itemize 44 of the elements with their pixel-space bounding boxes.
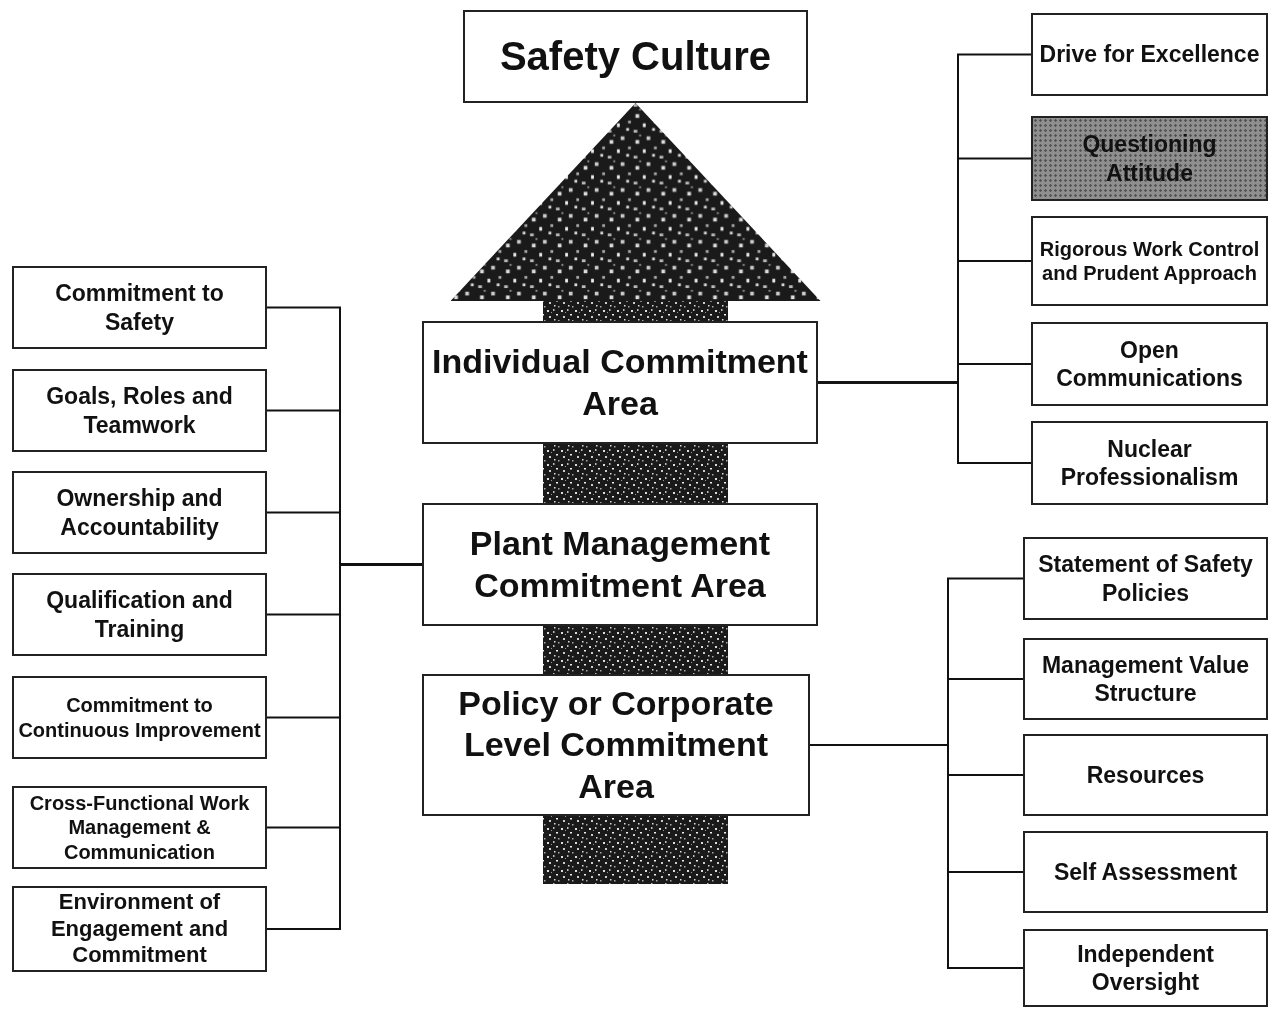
box-label: Policy or Corporate Level Commitment Area — [457, 682, 775, 807]
attribute-box — [12, 676, 267, 759]
box-label: Plant Management Commitment Area — [468, 523, 772, 606]
attribute-box — [12, 573, 267, 656]
box-label: Goals, Roles and Teamwork — [45, 382, 234, 439]
box-label: Rigorous Work Control and Prudent Approach — [1038, 236, 1261, 286]
block-arrow — [450, 103, 821, 884]
box-label: Commitment to Safety — [54, 279, 225, 336]
box-label: Management Value Structure — [1040, 650, 1251, 708]
box-label: Qualification and Training — [45, 586, 234, 643]
box-label: Resources — [1086, 760, 1205, 789]
attribute-box — [1031, 216, 1268, 306]
connector-line — [817, 381, 1032, 464]
attribute-box — [12, 471, 267, 554]
box-label: Independent Oversight — [1076, 939, 1215, 997]
box-label: Ownership and Accountability — [55, 484, 224, 541]
box-label: Safety Culture — [499, 33, 772, 81]
attribute-box — [1023, 638, 1268, 720]
attribute-box — [1023, 929, 1268, 1007]
box-label: Self Assessment — [1053, 857, 1238, 886]
attribute-box — [1031, 13, 1268, 96]
attribute-box — [12, 266, 267, 349]
attribute-box — [12, 786, 267, 869]
box-label: Drive for Excellence — [1039, 40, 1260, 69]
box-label: Individual Commitment Area — [431, 341, 809, 424]
attribute-box — [1023, 537, 1268, 620]
commitment-area-box — [422, 321, 818, 444]
box-label: Statement of Safety Policies — [1037, 550, 1254, 607]
commitment-area-box — [422, 503, 818, 626]
title-box — [463, 10, 808, 103]
attribute-box — [12, 369, 267, 452]
box-label: Questioning Attitude — [1081, 130, 1218, 187]
box-label: Cross-Functional Work Management & Communication — [28, 790, 251, 865]
attribute-box — [1031, 116, 1268, 201]
attribute-box — [1031, 322, 1268, 406]
attribute-box — [12, 886, 267, 972]
box-label: Nuclear Professionalism — [1059, 434, 1240, 492]
commitment-area-box — [422, 674, 810, 816]
attribute-box — [1023, 831, 1268, 913]
box-label: Open Communications — [1055, 335, 1244, 393]
box-label: Commitment to Continuous Improvement — [18, 693, 261, 742]
attribute-box — [1031, 421, 1268, 505]
attribute-box — [1023, 734, 1268, 816]
box-label: Environment of Engagement and Commitment — [49, 888, 230, 970]
